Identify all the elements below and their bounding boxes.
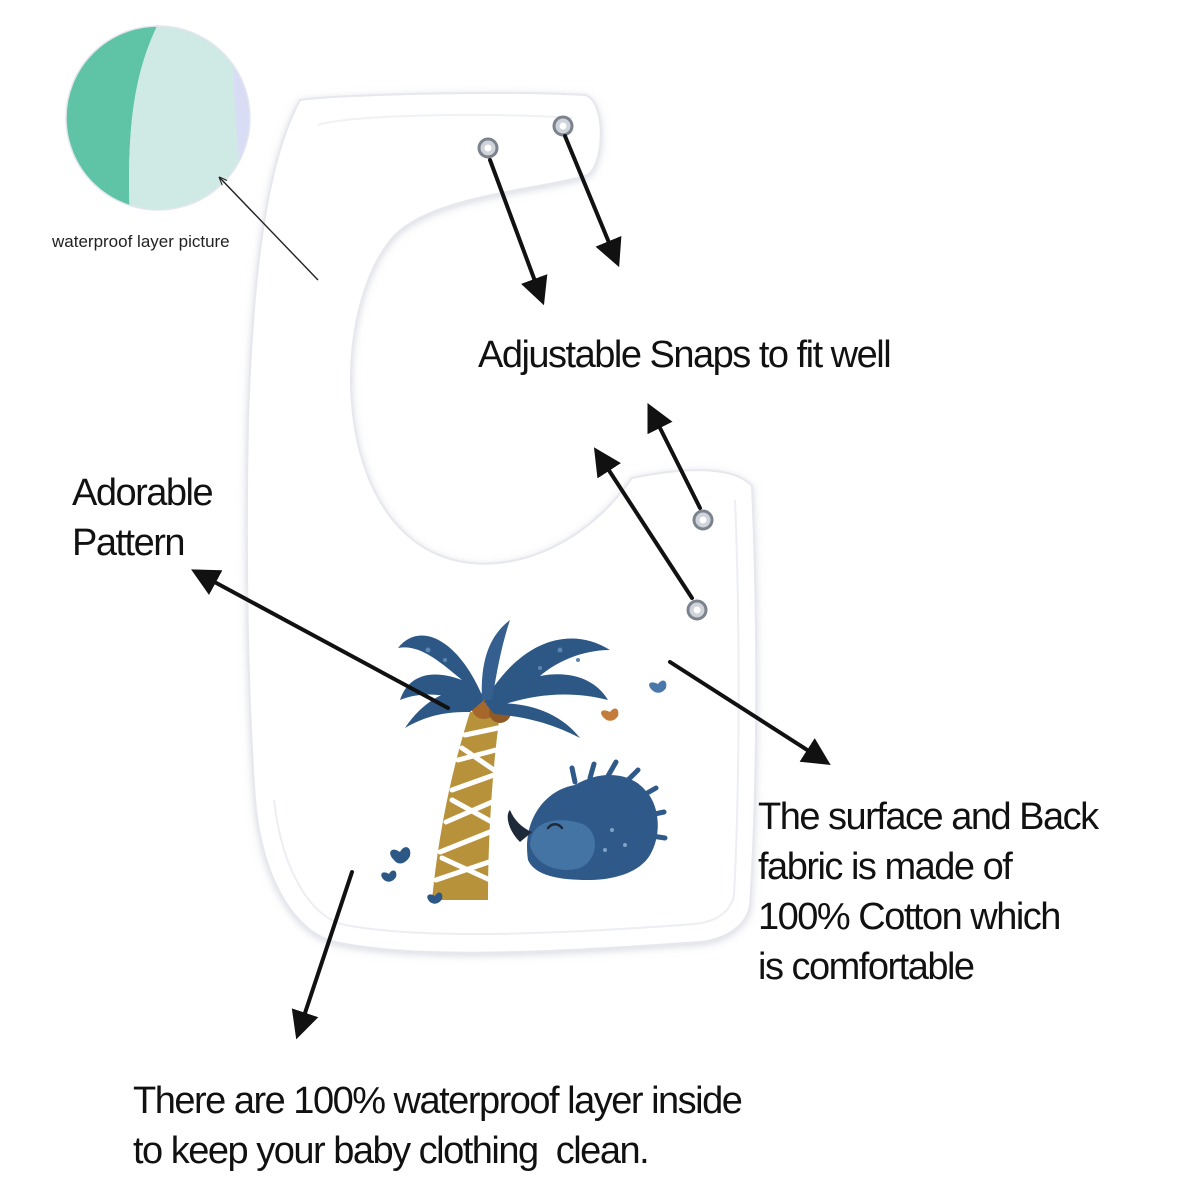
small-leaves-icon <box>381 847 443 904</box>
callout-arrows <box>191 134 831 1040</box>
pattern-callout: Adorable Pattern <box>72 472 214 564</box>
arrow-waterproof <box>291 870 354 1040</box>
arrow-pattern <box>191 569 450 710</box>
fabric-callout: The surface and Back fabric is made of 1… <box>758 796 1099 988</box>
waterproof-layer-inset <box>65 25 251 211</box>
snaps-callout: Adjustable Snaps to fit well <box>478 334 892 376</box>
inset-caption: waterproof layer picture <box>52 232 230 251</box>
bib <box>245 91 758 954</box>
palm-tree-icon <box>398 620 610 900</box>
bib-collar-seam <box>317 113 573 126</box>
bib-shape <box>245 91 758 954</box>
snap-top-left-icon <box>477 137 499 159</box>
arrow-side-upper <box>647 402 702 510</box>
butterfly-blue-icon <box>649 680 667 693</box>
waterproof-callout: There are 100% waterproof layer inside t… <box>133 1080 743 1172</box>
snap-side-lower-icon <box>686 599 708 621</box>
arrow-snap-left <box>488 158 548 306</box>
snap-top-right-icon <box>552 115 574 137</box>
arrow-inset <box>220 178 319 281</box>
snap-side-upper-icon <box>692 509 714 531</box>
arrow-fabric <box>668 660 831 766</box>
butterfly-orange-icon <box>601 708 619 721</box>
horned-creature-icon <box>507 759 668 880</box>
bib-print-pattern <box>381 620 668 904</box>
arrow-side-lower <box>593 447 694 600</box>
arrow-snap-right <box>563 134 622 268</box>
